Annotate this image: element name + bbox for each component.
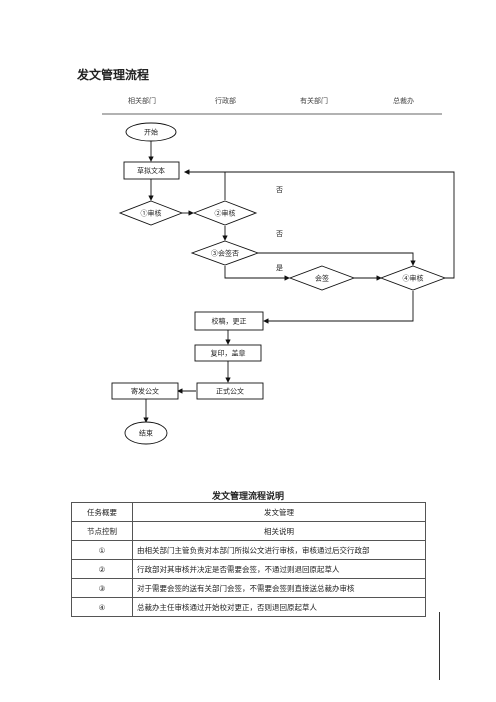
lane-header-president-office: 总裁办	[393, 97, 414, 105]
node-id-cell: ①	[71, 540, 133, 560]
start-node	[125, 122, 177, 142]
table-row: ③ 对于需要会签的送有关部门会签，不需要会签则直接送总裁办审核	[71, 578, 426, 598]
lane-header-related-dept: 相关部门	[128, 97, 156, 105]
edge-yes-countersign	[224, 266, 290, 281]
edge-review4-reject	[184, 169, 455, 279]
review4-label: ④审核	[403, 274, 424, 283]
table-row: ① 由相关部门主管负责对本部门所拟公文进行审核，审核通过后交行政部	[71, 540, 426, 560]
description-table: 任务概要 发文管理 节点控制 相关说明 ① 由相关部门主管负责对本部门所拟公文进…	[71, 502, 426, 617]
start-label: 开始	[144, 128, 158, 137]
edge-label-no-1: 否	[276, 186, 283, 194]
edge-review2-reject	[184, 169, 226, 200]
overview-value-cell: 发文管理	[132, 502, 426, 522]
page-title: 发文管理流程	[77, 68, 150, 82]
proofread-node	[194, 311, 264, 331]
review4-node	[379, 265, 447, 291]
print-node	[194, 344, 262, 362]
review2-node	[192, 200, 258, 226]
review2-label: ②审核	[215, 209, 236, 218]
table-row: 任务概要 发文管理	[71, 502, 426, 522]
control-label-cell: 节点控制	[71, 521, 133, 541]
node-id-cell: ④	[71, 597, 133, 617]
edge-no-countersign	[258, 252, 416, 266]
review1-label: ①审核	[141, 209, 162, 218]
edge-label-yes: 是	[276, 264, 283, 272]
control-value-cell: 相关说明	[132, 521, 426, 541]
overview-label-cell: 任务概要	[71, 502, 133, 522]
print-label: 复印，盖章	[211, 349, 246, 358]
margin-rule	[439, 612, 440, 680]
proofread-label: 校稿，更正	[212, 317, 247, 326]
lane-header-concerned-dept: 有关部门	[300, 97, 328, 105]
end-label: 结束	[139, 429, 153, 438]
countersign-label: 会签	[315, 274, 329, 283]
send-doc-node	[111, 382, 179, 400]
table-row: 节点控制 相关说明	[71, 521, 426, 541]
official-doc-label: 正式公文	[216, 387, 244, 396]
table-row: ④ 总裁办主任审核通过开始校对更正，否则退回原起草人	[71, 597, 426, 617]
node-desc-cell: 总裁办主任审核通过开始校对更正，否则退回原起草人	[132, 597, 426, 617]
node-id-cell: ③	[71, 578, 133, 598]
draft-label: 草拟文本	[137, 166, 165, 175]
node-desc-cell: 行政部对其审核并决定是否需要会签，不通过则退回原起草人	[132, 559, 426, 579]
table-row: ② 行政部对其审核并决定是否需要会签，不通过则退回原起草人	[71, 559, 426, 579]
table-caption: 发文管理流程说明	[211, 492, 284, 502]
lane-header-admin-dept: 行政部	[215, 97, 236, 105]
node-id-cell: ②	[71, 559, 133, 579]
countersign-node	[288, 265, 356, 291]
end-node	[124, 421, 168, 445]
review1-node	[118, 200, 184, 226]
node-desc-cell: 由相关部门主管负责对本部门所拟公文进行审核，审核通过后交行政部	[132, 540, 426, 560]
countersign-question-node	[190, 240, 260, 266]
send-doc-label: 寄发公文	[131, 387, 159, 396]
edge-label-no-2: 否	[276, 230, 283, 238]
draft-node	[123, 161, 180, 180]
official-doc-node	[196, 382, 264, 400]
countersign-question-label: ③会签否	[211, 249, 239, 258]
edge-review4-proofread	[263, 291, 414, 324]
node-desc-cell: 对于需要会签的送有关部门会签，不需要会签则直接送总裁办审核	[132, 578, 426, 598]
